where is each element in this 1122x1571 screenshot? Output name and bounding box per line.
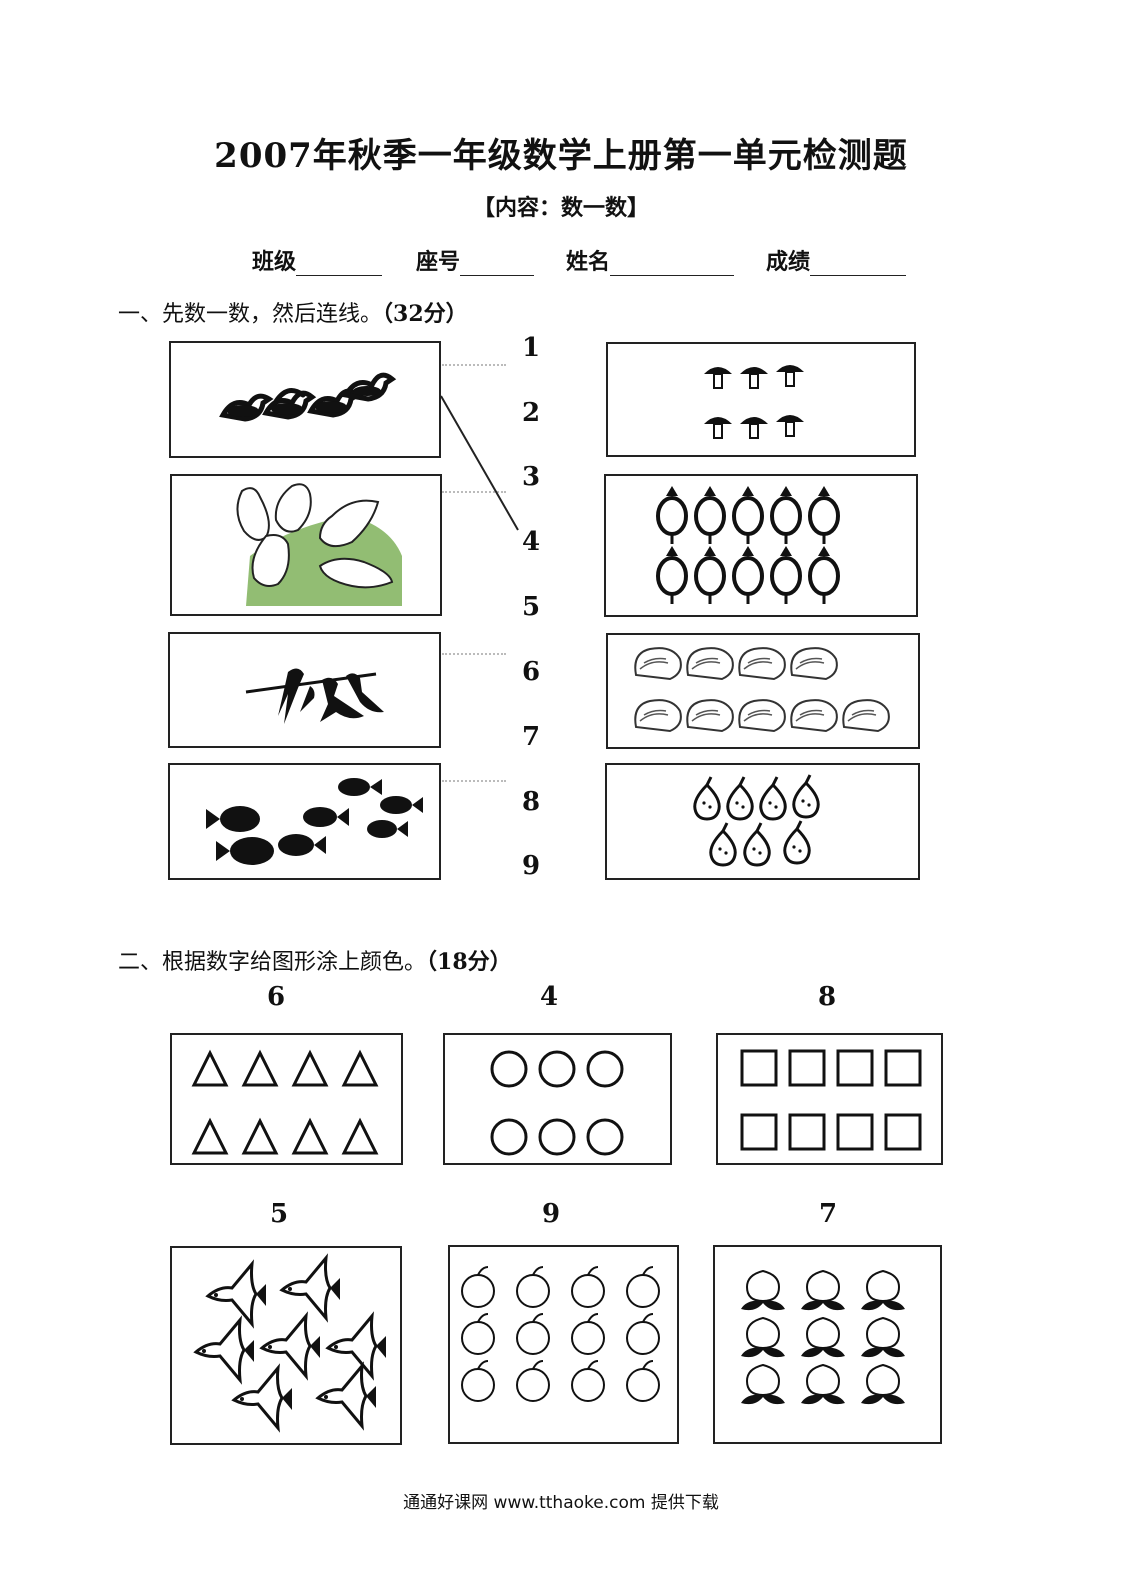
section1-heading-text: 一、先数一数，然后连线。 <box>118 302 383 327</box>
fish-shapes-box[interactable] <box>170 1246 402 1445</box>
section1-points: （32分） <box>382 301 468 327</box>
triangles-picture <box>191 1049 379 1155</box>
color-number-circles: 4 <box>539 982 559 1012</box>
name-label: 姓名 <box>566 249 611 275</box>
apples-picture <box>461 1266 660 1402</box>
mushrooms-picture <box>704 365 804 439</box>
match-number-9[interactable]: 9 <box>521 851 541 881</box>
ducks-picture <box>219 372 397 422</box>
class-label: 班级 <box>252 249 297 275</box>
section2-heading-text: 二、根据数字给图形涂上颜色。 <box>118 950 427 975</box>
radishes-picture <box>656 486 840 604</box>
color-number-fish: 5 <box>269 1199 289 1229</box>
cabbages-picture <box>634 647 890 733</box>
fish-shapes-picture <box>193 1253 386 1433</box>
circles-picture <box>490 1050 624 1156</box>
score-label: 成绩 <box>766 249 811 275</box>
dotted-guide <box>442 364 506 366</box>
squares-box[interactable] <box>716 1033 943 1165</box>
fish-picture <box>206 778 423 865</box>
ducks-box[interactable] <box>169 341 441 458</box>
match-number-2[interactable]: 2 <box>521 398 541 428</box>
name-field[interactable]: 姓名 <box>566 244 735 276</box>
pigeons-box[interactable] <box>170 474 442 616</box>
peaches-box[interactable] <box>713 1245 942 1444</box>
pigeons-picture <box>236 483 402 606</box>
swallows-box[interactable] <box>168 632 441 748</box>
swallows-picture <box>245 668 384 724</box>
cabbages-box[interactable] <box>606 633 920 749</box>
squares-picture <box>740 1049 922 1151</box>
section2-heading: 二、根据数字给图形涂上颜色。（18分） <box>118 944 512 976</box>
name-blank[interactable] <box>610 253 735 276</box>
seat-field[interactable]: 座号 <box>416 244 535 276</box>
pears-box[interactable] <box>605 763 920 880</box>
apples-box[interactable] <box>448 1245 679 1444</box>
seat-blank[interactable] <box>460 253 535 276</box>
mushrooms-box[interactable] <box>606 342 916 457</box>
section1-heading: 一、先数一数，然后连线。（32分） <box>118 296 468 328</box>
footer-credit: 通通好课网 www.tthaoke.com 提供下载 <box>403 1493 719 1513</box>
section2-points: （18分） <box>426 949 512 975</box>
color-number-squares: 8 <box>817 982 837 1012</box>
score-blank[interactable] <box>810 253 907 276</box>
dotted-guide <box>442 491 506 493</box>
dotted-guide <box>442 780 506 782</box>
fish-box[interactable] <box>168 763 441 880</box>
class-field[interactable]: 班级 <box>252 244 383 276</box>
triangles-box[interactable] <box>170 1033 403 1165</box>
peaches-picture <box>741 1269 905 1405</box>
match-number-3[interactable]: 3 <box>521 462 541 492</box>
match-number-6[interactable]: 6 <box>521 657 541 687</box>
dotted-guide <box>442 653 506 655</box>
seat-label: 座号 <box>416 249 461 275</box>
match-number-4[interactable]: 4 <box>521 527 541 557</box>
page-title: 2007年秋季一年级数学上册第一单元检测题 <box>214 136 908 176</box>
pears-picture <box>693 774 820 867</box>
match-number-5[interactable]: 5 <box>521 592 541 622</box>
circles-box[interactable] <box>443 1033 672 1165</box>
color-number-apples: 9 <box>541 1199 561 1229</box>
match-number-1[interactable]: 1 <box>521 333 541 363</box>
color-number-peaches: 7 <box>818 1199 838 1229</box>
color-number-triangles: 6 <box>266 982 286 1012</box>
radishes-box[interactable] <box>604 474 918 617</box>
class-blank[interactable] <box>296 253 383 276</box>
match-number-8[interactable]: 8 <box>521 787 541 817</box>
score-field[interactable]: 成绩 <box>766 244 907 276</box>
match-number-7[interactable]: 7 <box>521 722 541 752</box>
page-subtitle: 【内容：数一数】 <box>472 195 649 221</box>
